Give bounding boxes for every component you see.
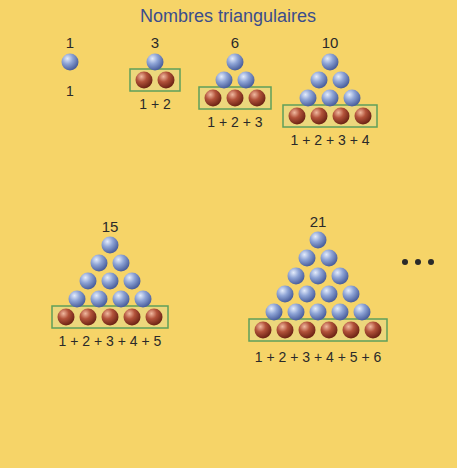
triangular-number: 21	[310, 214, 327, 229]
ball	[321, 250, 338, 267]
triangle-figure	[283, 54, 377, 128]
triangular-number: 15	[102, 219, 119, 234]
ball	[344, 90, 361, 107]
ball	[124, 273, 141, 290]
ball	[300, 90, 317, 107]
row-box	[199, 87, 271, 109]
ball	[80, 273, 97, 290]
triangle-figure	[52, 237, 168, 329]
triangular-number: 3	[151, 35, 159, 50]
ball	[113, 255, 130, 272]
ball	[333, 108, 350, 125]
ball	[266, 304, 283, 321]
ball	[158, 72, 175, 89]
ball	[365, 322, 382, 339]
ball	[322, 54, 339, 71]
sum-expression: 1 + 2 + 3	[207, 115, 262, 129]
ball	[91, 255, 108, 272]
ball	[277, 322, 294, 339]
ball	[205, 90, 222, 107]
triangle-figure	[62, 54, 79, 71]
triangle-figure	[249, 232, 387, 342]
ball	[322, 90, 339, 107]
ball	[299, 322, 316, 339]
triangle-figure	[199, 54, 271, 110]
ball	[91, 291, 108, 308]
ball	[102, 273, 119, 290]
ball	[332, 268, 349, 285]
ball	[288, 268, 305, 285]
triangular-number: 1	[66, 35, 74, 50]
ball	[255, 322, 272, 339]
ball	[311, 108, 328, 125]
sum-expression: 1 + 2 + 3 + 4	[290, 133, 369, 147]
ball	[310, 232, 327, 249]
ball	[310, 268, 327, 285]
ball	[277, 286, 294, 303]
ball	[58, 309, 75, 326]
ball	[146, 309, 163, 326]
ball	[343, 286, 360, 303]
title: Nombres triangulaires	[140, 7, 316, 25]
ball	[311, 72, 328, 89]
ball	[80, 309, 97, 326]
ball	[62, 54, 79, 71]
triangle-figure	[130, 54, 180, 92]
row-box	[52, 306, 168, 328]
ball	[136, 72, 153, 89]
sum-expression: 1 + 2 + 3 + 4 + 5 + 6	[255, 350, 382, 364]
ball	[124, 309, 141, 326]
ball	[299, 250, 316, 267]
sum-expression: 1 + 2 + 3 + 4 + 5	[59, 334, 162, 348]
ball	[289, 108, 306, 125]
ball	[135, 291, 152, 308]
ellipsis-dots	[402, 259, 434, 265]
sum-expression: 1	[66, 84, 74, 98]
ball	[249, 90, 266, 107]
row-box	[283, 105, 377, 127]
ball	[332, 304, 349, 321]
ball	[227, 90, 244, 107]
row-box	[130, 69, 180, 91]
ball	[310, 304, 327, 321]
ball	[355, 108, 372, 125]
ball	[321, 286, 338, 303]
ball	[216, 72, 233, 89]
triangular-number: 10	[322, 35, 339, 50]
ball	[147, 54, 164, 71]
ball	[227, 54, 244, 71]
sum-expression: 1 + 2	[139, 97, 171, 111]
ball	[102, 309, 119, 326]
ball	[299, 286, 316, 303]
ball	[333, 72, 350, 89]
ball	[238, 72, 255, 89]
ball	[321, 322, 338, 339]
triangular-number: 6	[231, 35, 239, 50]
ball	[113, 291, 130, 308]
row-box	[249, 319, 387, 341]
ball	[69, 291, 86, 308]
ball	[343, 322, 360, 339]
ball	[354, 304, 371, 321]
ball	[288, 304, 305, 321]
ball	[102, 237, 119, 254]
